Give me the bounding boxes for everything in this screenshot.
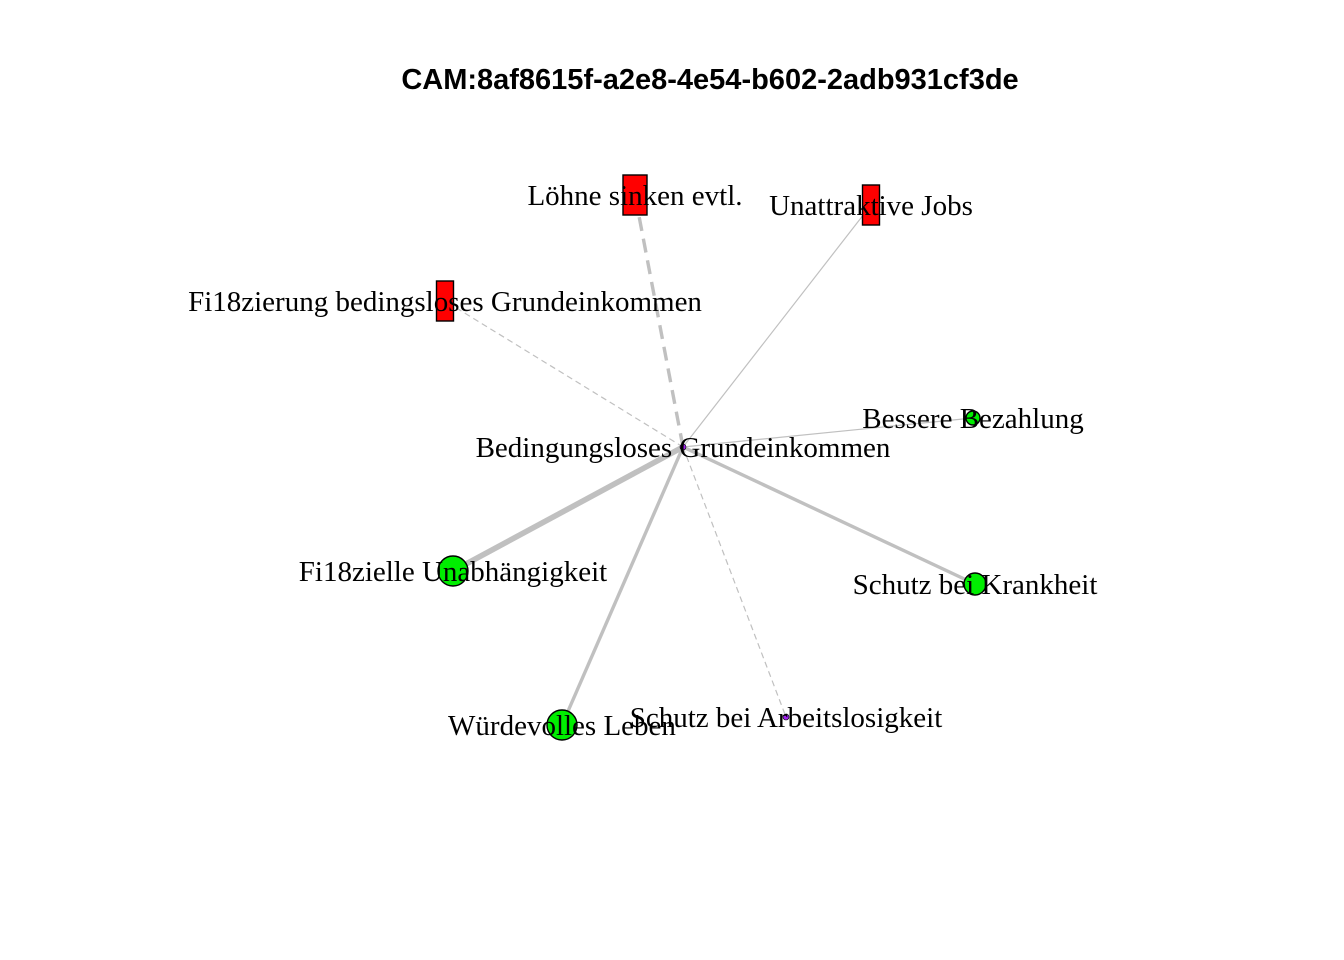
edge-bge-jobs	[682, 204, 872, 448]
node-label-unabh: Fi18zielle Unabhängigkeit	[299, 556, 607, 588]
node-finanz[interactable]	[435, 280, 455, 322]
node-unabh[interactable]	[437, 555, 469, 587]
node-loehne[interactable]	[622, 174, 648, 216]
edges-layer	[444, 194, 976, 726]
edge-bge-loehne	[633, 194, 685, 448]
labels-layer: Bedingungsloses Grundeinkommen Löhne sink…	[188, 180, 1097, 742]
edge-bge-wuerde	[560, 446, 685, 726]
node-arbeitslos[interactable]	[782, 713, 790, 721]
nodes-layer	[435, 174, 987, 741]
node-label-arbeitslos: Schutz bei Arbeitslosigkeit	[630, 702, 943, 734]
node-label-loehne: Löhne sinken evtl.	[527, 180, 742, 212]
node-wuerde[interactable]	[546, 709, 578, 741]
node-jobs[interactable]	[861, 184, 881, 226]
edge-bge-finanz	[444, 300, 684, 448]
node-label-krankheit: Schutz bei Krankheit	[853, 569, 1098, 601]
edge-bge-krankheit	[682, 445, 976, 586]
edge-bge-bezahlung	[682, 417, 974, 448]
node-bge[interactable]	[679, 443, 687, 451]
edge-bge-arbeitslos	[682, 446, 787, 718]
edge-bge-unabh	[451, 444, 685, 574]
node-label-jobs: Unattraktive Jobs	[769, 190, 973, 222]
node-bezahlung[interactable]	[965, 410, 981, 426]
node-label-wuerde: Würdevolles Leben	[448, 710, 676, 742]
diagram-title: CAM:8af8615f-a2e8-4e54-b602-2adb931cf3de	[401, 64, 1019, 96]
node-krankheit[interactable]	[963, 572, 987, 596]
node-label-bezahlung: Bessere Bezahlung	[862, 403, 1083, 435]
node-label-bge: Bedingungsloses Grundeinkommen	[476, 432, 891, 464]
node-label-finanz: Fi18zierung bedingsloses Grundeinkommen	[188, 286, 702, 318]
